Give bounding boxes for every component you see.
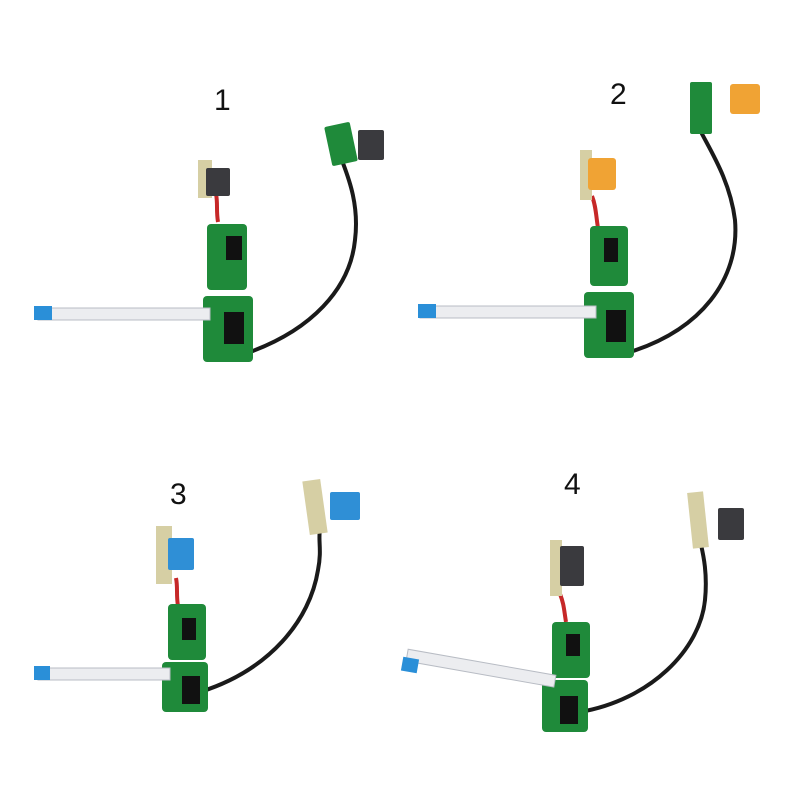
black-cable: [629, 129, 738, 354]
encoder: [224, 312, 244, 344]
micro-switch: [330, 492, 360, 520]
small-pcb: [690, 82, 712, 134]
micro-switch: [168, 538, 194, 570]
red-wire: [174, 577, 180, 607]
flex-tab: [418, 304, 436, 318]
encoder: [606, 310, 626, 342]
red-wire: [214, 193, 220, 223]
variant-panel-3: 3: [0, 400, 400, 800]
micro-switch: [588, 158, 616, 190]
black-cable: [579, 539, 708, 714]
small-pcb: [687, 491, 709, 549]
variant-number: 4: [564, 468, 581, 501]
flex-tab: [34, 666, 50, 680]
encoder: [560, 696, 578, 724]
micro-switch: [718, 508, 744, 540]
micro-switch: [358, 130, 384, 160]
black-cable: [199, 529, 322, 694]
black-cable: [249, 154, 358, 354]
flex-ribbon: [37, 307, 211, 321]
flex-ribbon: [405, 648, 557, 688]
flex-ribbon: [419, 305, 597, 319]
variant-panel-1: 1: [0, 0, 400, 400]
flex-tab: [34, 306, 52, 320]
encoder: [566, 634, 580, 656]
pcb-assembly: [400, 491, 744, 732]
flex-tab: [400, 656, 420, 674]
micro-switch: [206, 168, 230, 196]
red-wire: [590, 195, 600, 229]
variant-number: 2: [610, 78, 627, 111]
encoder: [182, 676, 200, 704]
variant-panel-2: 2: [400, 0, 800, 400]
pcb-assembly: [34, 479, 360, 712]
encoder: [226, 236, 242, 260]
variant-panel-4: 4: [400, 400, 800, 800]
side-pcb: [550, 540, 562, 596]
red-wire: [558, 593, 568, 623]
small-pcb: [324, 122, 358, 166]
encoder: [604, 238, 618, 262]
variant-number: 1: [214, 84, 231, 117]
flex-ribbon: [37, 667, 171, 681]
variant-number: 3: [170, 478, 187, 511]
micro-switch: [560, 546, 584, 586]
pcb-assembly: [34, 122, 384, 362]
encoder: [182, 618, 196, 640]
micro-switch: [730, 84, 760, 114]
pcb-assembly: [418, 82, 760, 358]
small-pcb: [302, 479, 328, 535]
